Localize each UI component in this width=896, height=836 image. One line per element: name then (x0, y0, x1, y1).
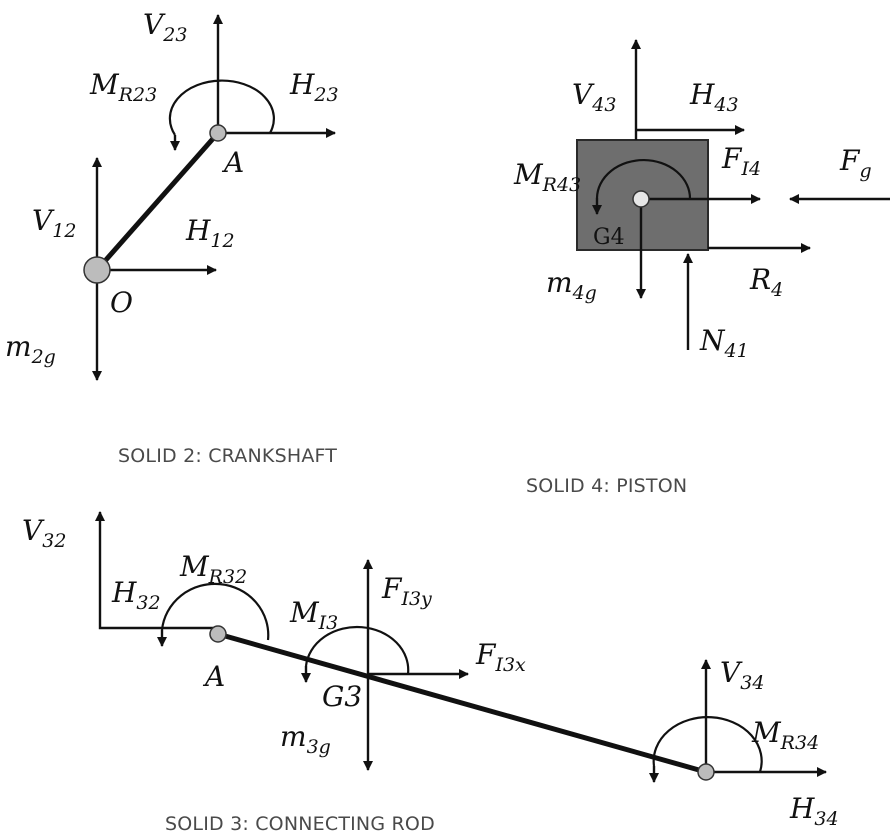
mr32-moment-arc (160, 582, 270, 641)
label-point-a-rod: A (202, 660, 225, 693)
rod-link (217, 631, 707, 775)
label-fi4: FI4 (721, 142, 761, 180)
label-mr23: MR23 (89, 68, 157, 106)
label-mr43: MR43 (513, 158, 581, 196)
label-n41: N41 (699, 324, 749, 362)
label-g3: G3 (322, 680, 362, 713)
label-point-a: A (221, 146, 244, 179)
label-mi3: MI3 (289, 596, 338, 634)
mr23-moment-arc (168, 79, 275, 136)
label-h34: H34 (789, 792, 839, 830)
label-h32: H32 (111, 576, 161, 614)
label-v23: V23 (143, 8, 187, 46)
pivot-o (83, 256, 111, 284)
label-h23: H23 (289, 68, 339, 106)
label-h12: H12 (185, 214, 235, 252)
label-fg: Fg (839, 144, 872, 182)
label-g4: G4 (593, 225, 625, 250)
label-v34: V34 (720, 656, 764, 694)
label-v12: V12 (32, 204, 76, 242)
mi3-moment-arc (304, 625, 410, 675)
label-m4g: m4g (546, 266, 597, 304)
label-v32: V32 (22, 514, 66, 552)
pin-a-rod (209, 625, 227, 643)
caption-piston: SOLID 4: PISTON (526, 475, 687, 497)
v32-arrow (94, 510, 218, 630)
caption-connecting-rod: SOLID 3: CONNECTING ROD (165, 813, 435, 835)
label-r4: R4 (749, 263, 783, 301)
label-m2g: m2g (5, 330, 56, 368)
label-m3g: m3g (280, 720, 331, 758)
crankshaft-diagram: V23 H23 MR23 A V12 H12 O m2g SOLID 2: CR… (5, 8, 339, 467)
label-point-o: O (110, 286, 133, 319)
label-mr34: MR34 (751, 716, 819, 754)
label-v43: V43 (572, 78, 616, 116)
label-fi3y: FI3y (381, 572, 432, 610)
label-h43: H43 (689, 78, 739, 116)
piston-center-g4 (632, 190, 650, 208)
pin-a (209, 124, 227, 142)
label-mr32: MR32 (179, 550, 247, 588)
connecting-rod-diagram: V32 H32 MR32 A MI3 FI3y FI3x G3 m3g V34 … (22, 510, 839, 835)
mr43-moment-arc (595, 158, 692, 200)
label-fi3x: FI3x (475, 638, 526, 676)
caption-crankshaft: SOLID 2: CRANKSHAFT (118, 445, 337, 467)
pin-rod-end (697, 763, 715, 781)
mr34-moment-arc (652, 716, 763, 773)
crank-link (95, 131, 220, 272)
piston-diagram: G4 V43 H43 FI4 Fg MR43 m4g R4 N41 SOLID … (513, 38, 890, 497)
